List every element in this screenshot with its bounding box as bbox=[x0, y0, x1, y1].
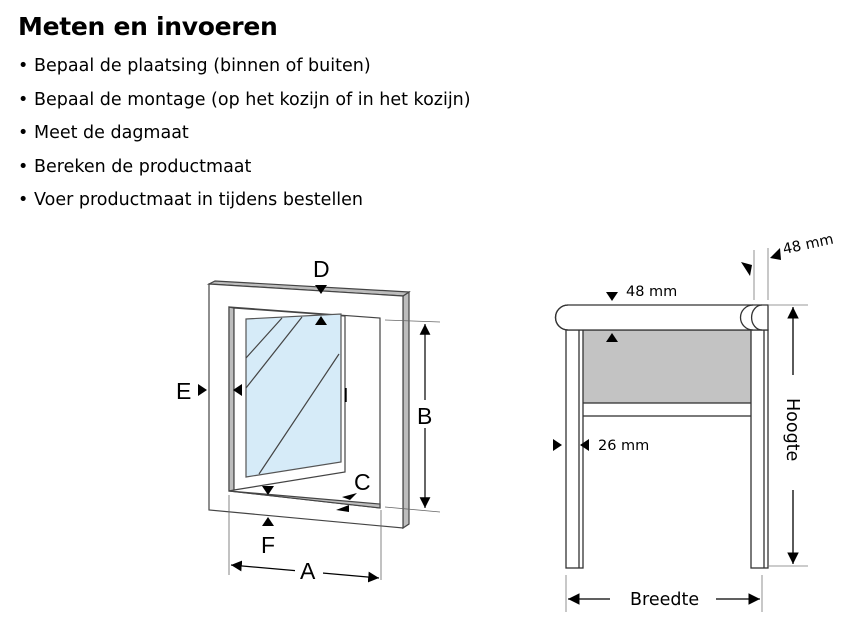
right-rail bbox=[750, 329, 769, 569]
fabric bbox=[579, 329, 753, 405]
height-label: Hoogte bbox=[782, 398, 802, 461]
window-diagram bbox=[206, 280, 441, 583]
label-f: F bbox=[261, 532, 275, 558]
label-e: E bbox=[176, 378, 191, 404]
list-item: •Voer productmaat in tijdens bestellen bbox=[18, 190, 364, 210]
top-depth-label: 48 mm bbox=[782, 232, 836, 258]
label-c: C bbox=[354, 469, 371, 495]
rail-width-label: 26 mm bbox=[598, 438, 649, 454]
page-title: Meten en invoeren bbox=[18, 12, 278, 41]
glass bbox=[245, 313, 342, 478]
width-label: Breedte bbox=[630, 590, 699, 610]
cassette bbox=[554, 304, 769, 331]
steps-list: •Bepaal de plaatsing (binnen of buiten) … bbox=[18, 52, 471, 220]
screen-markers bbox=[553, 248, 781, 451]
bottom-bar bbox=[577, 402, 753, 417]
frame-depth bbox=[402, 290, 410, 530]
label-i: I bbox=[343, 385, 349, 407]
cassette-height-label: 48 mm bbox=[626, 284, 677, 300]
list-item: •Meet de dagmaat bbox=[18, 123, 189, 143]
left-rail bbox=[565, 329, 584, 569]
list-item: •Bepaal de plaatsing (binnen of buiten) bbox=[18, 56, 371, 76]
screen-diagram bbox=[554, 248, 808, 612]
label-d: D bbox=[313, 256, 330, 282]
list-item: •Bereken de productmaat bbox=[18, 156, 252, 177]
label-b: B bbox=[417, 403, 432, 429]
list-item: •Bepaal de montage (op het kozijn of in … bbox=[18, 89, 471, 110]
window-markers bbox=[198, 285, 357, 526]
label-a: A bbox=[300, 558, 316, 584]
